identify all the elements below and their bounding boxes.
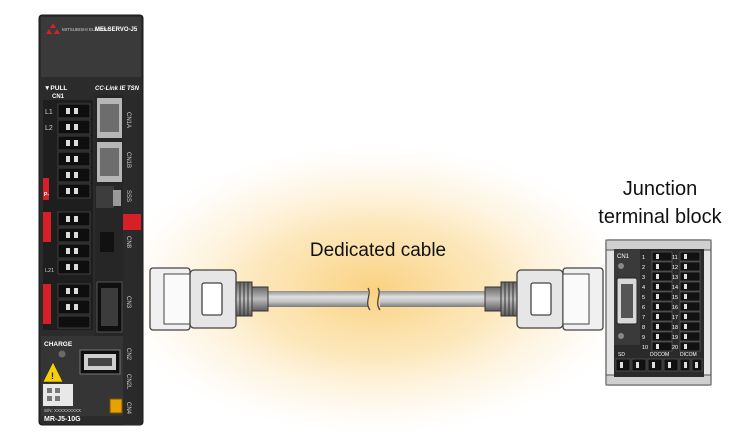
red-marker-bottom <box>43 284 51 324</box>
tb-pin-label: 11 <box>672 255 678 261</box>
tb-cn1-label: CN1 <box>617 254 630 260</box>
tb-terminal-column-left <box>651 251 673 352</box>
tb-pin-label: 6 <box>642 305 645 311</box>
pull-label: ▼PULL <box>44 85 67 92</box>
tb-dicom-label: DICOM <box>680 352 697 358</box>
warning-icon <box>42 361 64 383</box>
l1-label: L1 <box>45 109 53 116</box>
junction-label-line1: Junction <box>623 178 698 200</box>
series-label: MELSERVO-J5 <box>95 27 138 33</box>
info-label-plate <box>43 384 73 406</box>
cn1a-port <box>97 98 122 138</box>
cn2-port <box>79 349 121 375</box>
tb-pin-label: 10 <box>642 345 648 351</box>
red-marker-middle <box>43 212 51 242</box>
tb-pin-label: 7 <box>642 315 645 321</box>
cn3-label: CN3 <box>125 296 131 309</box>
cn2-label: CN2 <box>125 348 131 361</box>
cable-line-right <box>380 291 485 307</box>
charge-label: CHARGE <box>44 341 73 348</box>
tb-pin-label: 9 <box>642 335 645 341</box>
sss-port <box>113 190 121 206</box>
cn1-amp-label: CN1 <box>52 94 65 100</box>
tb-pin-label: 2 <box>642 265 645 271</box>
p-minus-label: P- <box>44 192 49 198</box>
cn4-port <box>109 398 123 414</box>
brand-label: MITSUBISHI ELECTRIC <box>62 27 112 32</box>
tb-pin-label: 19 <box>672 335 678 341</box>
serial-label: S/N: XXXXXXXXX <box>44 408 81 413</box>
tb-pin-label: 3 <box>642 275 645 281</box>
servo-amplifier: MITSUBISHI ELECTRIC MELSERVO-J5 ▼PULL CC… <box>38 14 144 426</box>
tb-pin-label: 16 <box>672 305 678 311</box>
cn8-port <box>100 232 114 252</box>
tb-pin-label: 5 <box>642 295 645 301</box>
red-strip-marker <box>123 214 141 230</box>
cn1b-port <box>97 142 122 182</box>
tb-terminal-column-right <box>679 251 701 352</box>
tb-docom-label: DOCOM <box>650 352 669 358</box>
tb-pin-label: 20 <box>672 345 678 351</box>
cable-break-icon <box>367 287 381 311</box>
tb-pin-label: 8 <box>642 325 645 331</box>
cable-connector-right <box>484 267 604 331</box>
cable-connector-left <box>149 267 269 331</box>
switch-area <box>96 186 114 208</box>
cn8-label: CN8 <box>125 236 131 249</box>
cn1a-label: CN1A <box>125 112 131 128</box>
cn1b-label: CN1B <box>125 152 131 168</box>
junction-terminal-block: CN1 1 2 3 4 <box>605 239 712 386</box>
sss-label: SSS <box>125 190 131 202</box>
mitsubishi-logo-icon <box>46 23 60 34</box>
l21-label: L21 <box>45 268 54 274</box>
charge-led <box>58 350 66 358</box>
cn4-label: CN4 <box>125 402 131 415</box>
svg-text:!: ! <box>51 371 54 381</box>
tb-pin-label: 14 <box>672 285 678 291</box>
junction-label-line2: terminal block <box>598 206 722 228</box>
tb-pin-label: 17 <box>672 315 678 321</box>
l2-label: L2 <box>45 125 53 132</box>
tb-pin-label: 12 <box>672 265 678 271</box>
cable-label: Dedicated cable <box>310 240 446 261</box>
tb-pin-label: 15 <box>672 295 678 301</box>
network-label: CC-Link IE TSN <box>95 86 140 92</box>
cn2l-label: CN2L <box>125 374 131 390</box>
glow-background <box>105 140 645 440</box>
tb-pin-label: 18 <box>672 325 678 331</box>
tb-sd-label: SD <box>618 352 625 358</box>
red-marker-top <box>43 178 49 200</box>
cn3-port <box>96 281 123 333</box>
dedicated-cable <box>149 267 604 331</box>
tb-pin-label: 1 <box>642 255 645 261</box>
tb-pin-label: 4 <box>642 285 645 291</box>
tb-pin-label: 13 <box>672 275 678 281</box>
cable-line-left <box>268 291 368 307</box>
tb-bottom-terminals <box>615 358 703 372</box>
model-label: MR-J5-10G <box>44 416 81 423</box>
